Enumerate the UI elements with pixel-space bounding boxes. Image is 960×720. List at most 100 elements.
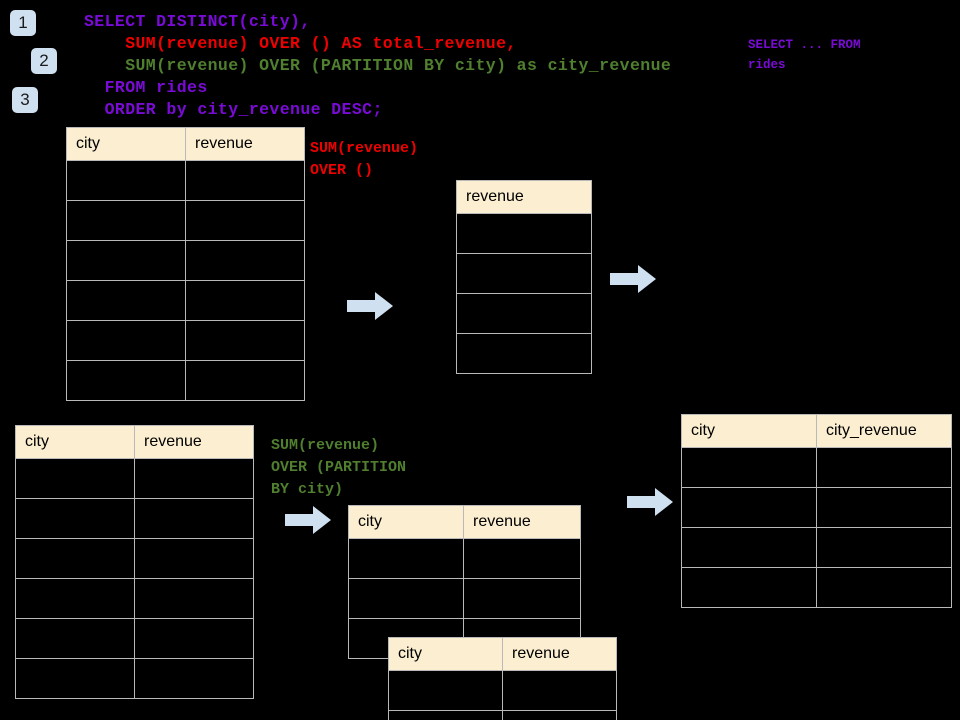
column-header-revenue: revenue [185, 127, 305, 161]
table-row [66, 200, 305, 241]
cell-city [15, 498, 135, 539]
table-row [681, 487, 952, 528]
table-row [15, 578, 254, 619]
cell-city-revenue [816, 487, 952, 528]
table-row [15, 458, 254, 499]
annotation-total-revenue-line-2: OVER () [310, 162, 374, 179]
table-partition-b: city revenue [388, 637, 617, 720]
cell-city [66, 240, 186, 281]
table-row [66, 280, 305, 321]
table-row [66, 240, 305, 281]
cell-city [348, 578, 464, 619]
side-note-line-1: SELECT ... FROM [748, 38, 861, 52]
cell-revenue [185, 200, 305, 241]
table-header-row: city revenue [15, 425, 254, 459]
table-partition-a: city revenue [348, 505, 581, 659]
table-result: city city_revenue [681, 414, 952, 608]
cell-city [66, 280, 186, 321]
cell-city [66, 360, 186, 401]
cell-revenue [185, 280, 305, 321]
cell-city-revenue [816, 447, 952, 488]
table-header-row: city revenue [348, 505, 581, 539]
table-row [456, 293, 592, 334]
table-source-bottom: city revenue [15, 425, 254, 699]
column-header-city: city [681, 414, 817, 448]
table-row [456, 333, 592, 374]
table-row [681, 567, 952, 608]
column-header-revenue: revenue [456, 180, 592, 214]
table-row [15, 498, 254, 539]
column-header-city: city [15, 425, 135, 459]
arrow-source-to-partition-icon [285, 506, 331, 534]
sql-line-from: FROM rides [84, 78, 208, 97]
annotation-city-revenue-line-3: BY city) [271, 481, 344, 498]
table-row [348, 578, 581, 619]
cell-revenue [185, 240, 305, 281]
cell-city [15, 458, 135, 499]
table-row [66, 320, 305, 361]
side-note-line-2: rides [748, 58, 786, 72]
cell-city [681, 487, 817, 528]
table-row [681, 527, 952, 568]
column-header-city-revenue: city_revenue [816, 414, 952, 448]
column-header-revenue: revenue [134, 425, 254, 459]
cell-city [66, 200, 186, 241]
table-row [66, 160, 305, 201]
cell-city [348, 538, 464, 579]
cell-city-revenue [816, 567, 952, 608]
cell-revenue [134, 578, 254, 619]
table-row [348, 538, 581, 579]
column-header-city: city [66, 127, 186, 161]
cell-city [388, 670, 503, 711]
cell-revenue [463, 538, 581, 579]
table-header-row: city revenue [66, 127, 305, 161]
cell-revenue [463, 578, 581, 619]
cell-revenue [185, 360, 305, 401]
sql-line-total-revenue: SUM(revenue) OVER () AS total_revenue, [84, 34, 517, 53]
cell-revenue [456, 253, 592, 294]
cell-city [15, 578, 135, 619]
arrow-source-to-total-icon [347, 292, 393, 320]
cell-city [66, 160, 186, 201]
arrow-partition-to-result-icon [627, 488, 673, 516]
cell-revenue [185, 160, 305, 201]
table-row [456, 253, 592, 294]
cell-city [388, 710, 503, 720]
column-header-revenue: revenue [463, 505, 581, 539]
cell-city [681, 527, 817, 568]
cell-city [15, 618, 135, 659]
annotation-city-revenue-line-2: OVER (PARTITION [271, 459, 407, 476]
column-header-city: city [348, 505, 464, 539]
sql-line-select: SELECT DISTINCT(city), [84, 12, 311, 31]
arrow-total-to-result-icon [610, 265, 656, 293]
step-badge-2: 2 [31, 48, 57, 74]
cell-revenue [134, 658, 254, 699]
cell-revenue [456, 213, 592, 254]
step-badge-3: 3 [12, 87, 38, 113]
table-row [388, 670, 617, 711]
table-row [15, 658, 254, 699]
cell-city-revenue [816, 527, 952, 568]
annotation-total-revenue-line-1: SUM(revenue) [310, 140, 419, 157]
table-total-revenue: revenue [456, 180, 592, 374]
cell-city [66, 320, 186, 361]
cell-revenue [502, 670, 617, 711]
sql-line-city-revenue: SUM(revenue) OVER (PARTITION BY city) as… [84, 56, 672, 75]
table-row [66, 360, 305, 401]
sql-line-order-by: ORDER by city_revenue DESC; [84, 100, 383, 119]
table-row [15, 538, 254, 579]
cell-revenue [456, 293, 592, 334]
cell-city [15, 658, 135, 699]
table-header-row: revenue [456, 180, 592, 214]
cell-city [15, 538, 135, 579]
cell-revenue [502, 710, 617, 720]
cell-revenue [134, 618, 254, 659]
table-header-row: city revenue [388, 637, 617, 671]
cell-revenue [134, 458, 254, 499]
table-row [681, 447, 952, 488]
cell-revenue [134, 498, 254, 539]
cell-city [681, 447, 817, 488]
cell-revenue [185, 320, 305, 361]
step-badge-1: 1 [10, 10, 36, 36]
